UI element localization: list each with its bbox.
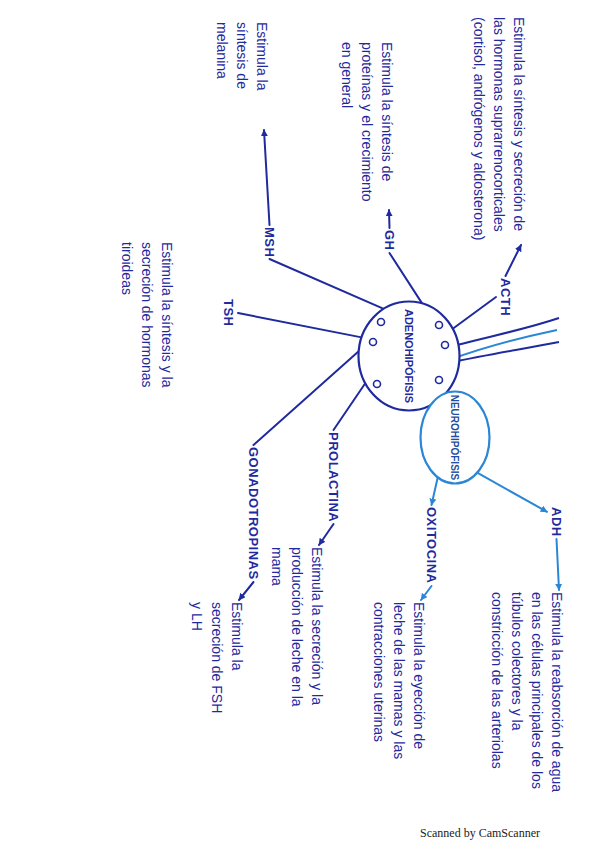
hormone-label: TSH [219, 297, 238, 329]
connector [239, 582, 254, 600]
function-text: Estimula la secreción y la producción de… [267, 547, 327, 733]
lobe-name: NEUROHIPÓFISIS [450, 395, 461, 481]
connector [432, 477, 438, 505]
connector [319, 524, 334, 545]
connector [238, 313, 362, 337]
function-note: Estimula la síntesis de melanina [210, 20, 274, 130]
function-text: Estimula la síntesis de proteínas y el c… [337, 42, 397, 208]
connector [557, 539, 560, 590]
function-text: Estimula la síntesis de melanina [212, 22, 272, 128]
hormone-name: GH [382, 230, 397, 251]
scanner-watermark: Scanned by CamScanner [420, 826, 540, 841]
hormone-name: PROLACTINA [326, 432, 341, 522]
function-note: Estimula la síntesis y secreción de las … [467, 15, 531, 245]
function-text: Estimula la síntesis y secreción de las … [469, 17, 529, 243]
function-note: Estimula la reabsorción de agua en las c… [485, 590, 569, 805]
connector [453, 297, 496, 329]
hormone-name: TSH [221, 299, 236, 327]
hormone-name: MSH [262, 227, 277, 257]
connector [390, 253, 423, 303]
function-note: Estimula la eyección de leche de las mam… [367, 600, 431, 780]
function-note: Estimula la síntesis y la secreción de h… [115, 240, 179, 430]
lobe-name: ADENOHIPÓFISIS [403, 309, 415, 403]
function-text: Estimula la síntesis y la secreción de h… [117, 242, 177, 428]
hormone-label: GONADOTROPINAS [244, 445, 263, 582]
function-note: Estimula la secreción de FSH y LH [185, 600, 249, 720]
hormone-label: GH [380, 228, 399, 253]
hormone-label: ACTH [496, 276, 515, 318]
function-text: Estimula la reabsorción de agua en las c… [487, 592, 567, 803]
connector [421, 586, 432, 600]
connector [264, 130, 270, 225]
stalk-outline [453, 342, 559, 362]
hormone-name: ADH [549, 507, 564, 537]
hormone-name: OXITOCINA [424, 507, 439, 584]
connector [506, 245, 522, 276]
connector [388, 210, 391, 228]
hormone-name: ACTH [498, 278, 513, 316]
hormone-label: OXITOCINA [422, 505, 441, 586]
hormone-label: PROLACTINA [324, 430, 343, 524]
hormone-label: MSH [260, 225, 279, 259]
connector [477, 473, 547, 512]
hormone-label: ADH [547, 505, 566, 539]
neurohypophysis-lobe: NEUROHIPÓFISIS [419, 390, 491, 485]
connector [270, 259, 384, 309]
function-note: Estimula la síntesis de proteínas y el c… [335, 40, 399, 210]
function-text: Estimula la eyección de leche de las mam… [369, 602, 429, 778]
function-text: Estimula la secreción de FSH y LH [187, 602, 247, 718]
function-note: Estimula la secreción y la producción de… [265, 545, 329, 735]
connector [254, 351, 359, 445]
hormone-name: GONADOTROPINAS [246, 447, 261, 580]
connector [334, 383, 366, 430]
